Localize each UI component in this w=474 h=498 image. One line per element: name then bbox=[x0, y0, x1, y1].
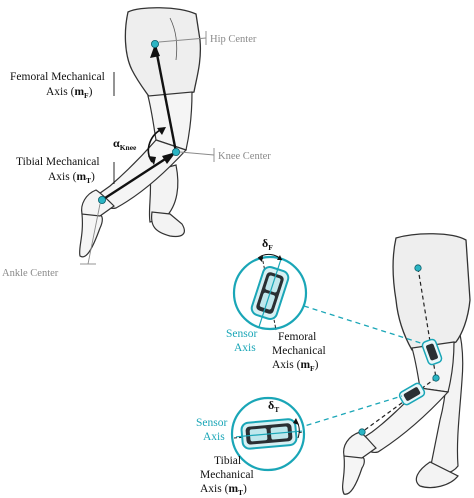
alpha-symbol: α bbox=[113, 136, 120, 150]
delta-t-label: δT bbox=[268, 398, 279, 414]
left-leader-lines bbox=[80, 31, 215, 265]
delta-f-label: δF bbox=[262, 236, 273, 252]
left-leg-illustration bbox=[78, 7, 202, 258]
alpha-subscript: Knee bbox=[120, 143, 137, 152]
right-knee-center-dot bbox=[432, 374, 440, 382]
femoral-r-close: ) bbox=[315, 359, 319, 371]
femoral-axis-arrowhead bbox=[150, 44, 160, 58]
knee-arc-arrowhead-bottom bbox=[148, 156, 156, 165]
femoral-r-label-line2: Mechanical bbox=[272, 345, 326, 357]
knee-arc-arrowhead-top bbox=[157, 127, 166, 135]
tibial-r-label-line1: Tibial bbox=[214, 455, 241, 467]
ankle-center-label: Ankle Center bbox=[2, 268, 59, 279]
tibial-r-close: ) bbox=[243, 483, 247, 495]
thigh-sensor bbox=[421, 338, 443, 366]
femoral-mechanical-axis-line bbox=[153, 43, 178, 153]
tibial-axis-label-line2: Axis (mT) bbox=[48, 171, 95, 185]
femoral-axis-label-line1: Femoral Mechanical bbox=[10, 71, 105, 83]
right-leg-illustration bbox=[341, 233, 471, 495]
tibial-axis-close: ) bbox=[91, 171, 95, 183]
femoral-r-subscript: F bbox=[310, 364, 315, 373]
femoral-r-label-line1: Femoral bbox=[278, 331, 316, 343]
tibial-r-label-line3: Axis (mT) bbox=[200, 483, 247, 497]
right-shorts bbox=[392, 233, 471, 351]
tibial-axis-arrowhead bbox=[162, 152, 176, 164]
sensor-axis-label-femoral-line1: Sensor bbox=[226, 328, 257, 340]
knee-center-dot bbox=[171, 147, 180, 156]
delta-f-symbol: δ bbox=[262, 236, 268, 250]
tibial-axis-label-line1: Tibial Mechanical bbox=[16, 156, 100, 168]
hip-center-label: Hip Center bbox=[210, 34, 257, 45]
knee-center-label: Knee Center bbox=[218, 151, 271, 162]
left-shorts-fold bbox=[169, 17, 178, 61]
tibial-axis-symbol: m bbox=[76, 171, 86, 183]
delta-t-subscript: T bbox=[274, 405, 279, 414]
tibial-axis-text: Axis ( bbox=[48, 171, 77, 183]
hip-center-dot bbox=[150, 40, 159, 49]
femoral-r-symbol: m bbox=[300, 359, 310, 371]
femoral-axis-label-line2: Axis (mF) bbox=[46, 86, 93, 100]
femoral-axis-close: ) bbox=[89, 86, 93, 98]
sensor-axis-label-tibial-line1: Sensor bbox=[196, 417, 227, 429]
tibial-axis-subscript: T bbox=[86, 176, 91, 185]
femoral-r-axis-text: Axis ( bbox=[272, 359, 301, 371]
tibial-r-label-line2: Mechanical bbox=[200, 469, 254, 481]
delta-f-subscript: F bbox=[268, 243, 273, 252]
knee-angle-label: αKnee bbox=[113, 136, 137, 152]
right-ankle-center-dot bbox=[358, 428, 366, 436]
callout-lines bbox=[297, 305, 425, 429]
right-foot-toe bbox=[341, 455, 365, 495]
tibial-r-axis-text: Axis ( bbox=[200, 483, 229, 495]
right-back-foot bbox=[415, 461, 459, 489]
delta-t-symbol: δ bbox=[268, 398, 274, 412]
femoral-axis-text: Axis ( bbox=[46, 86, 75, 98]
tibial-r-subscript: T bbox=[238, 488, 243, 497]
shank-sensor bbox=[398, 382, 426, 406]
femoral-sensor-zoom bbox=[232, 253, 308, 331]
tibial-r-symbol: m bbox=[228, 483, 238, 495]
sensor-axis-label-tibial-line2: Axis bbox=[203, 431, 225, 443]
ankle-center-dot bbox=[98, 195, 107, 204]
left-back-foot bbox=[150, 211, 185, 238]
femoral-axis-subscript: F bbox=[84, 91, 89, 100]
right-hip-center-dot bbox=[414, 264, 422, 272]
left-axes bbox=[101, 43, 178, 202]
sensor-axis-label-femoral-line2: Axis bbox=[234, 342, 256, 354]
femoral-r-label-line3: Axis (mF) bbox=[272, 359, 319, 373]
femoral-axis-symbol: m bbox=[74, 86, 84, 98]
tibial-sensor-zoom bbox=[230, 396, 306, 472]
tibial-mechanical-axis-line bbox=[101, 150, 177, 202]
